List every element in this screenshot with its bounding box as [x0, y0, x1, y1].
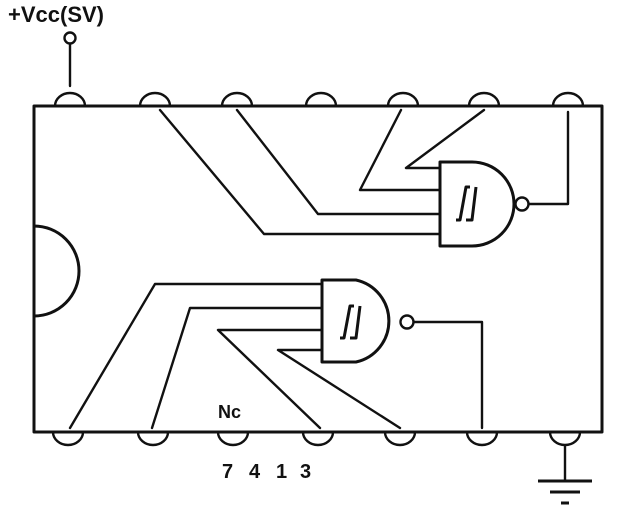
upper-nand-gate [438, 160, 530, 248]
pin-6 [465, 430, 499, 447]
pin-11 [304, 91, 338, 108]
top-pins [53, 91, 585, 108]
chip-label-glyph: 4 [249, 461, 261, 483]
lower-gate-body [320, 278, 391, 364]
supply-label: +Vcc(SV) [8, 2, 104, 27]
pin-8 [551, 91, 585, 108]
upper-input-pin10-wire [358, 108, 442, 192]
lower-input-pin2-wire [150, 306, 324, 430]
chip-label: 7 4 1 3 [222, 461, 311, 483]
upper-input-pin13-wire [158, 108, 442, 236]
upper-input-pin9-wire [404, 108, 486, 170]
lower-gate-inverter-bubble [399, 314, 415, 330]
lower-input-pin4-wire [216, 328, 324, 430]
upper-gate-body [438, 160, 516, 248]
lower-output-wire [412, 320, 484, 430]
upper-input-pin12-wire [235, 108, 442, 216]
pin-13 [138, 91, 172, 108]
pin-5 [383, 430, 417, 447]
lower-input-pin5-wire [276, 348, 402, 430]
orientation-notch [33, 224, 81, 318]
bottom-pins [51, 430, 582, 447]
pin-14 [53, 91, 87, 108]
lower-schmitt-symbol [340, 304, 362, 340]
ic-body [32, 104, 604, 434]
pin-1 [51, 430, 85, 447]
upper-schmitt-symbol [456, 185, 478, 222]
upper-gate-inverter-bubble [514, 196, 530, 212]
ground-symbol [538, 444, 592, 505]
pin-3 [216, 430, 250, 447]
pin-9 [467, 91, 501, 108]
nc-label: Nc [218, 402, 241, 422]
pin-10 [386, 91, 420, 108]
pin-2 [136, 430, 170, 447]
lower-input-pin1-wire [68, 282, 324, 430]
upper-gate-wires [158, 108, 570, 236]
pin-7 [548, 430, 582, 447]
chip-label-glyph: 1 [276, 461, 287, 483]
chip-label-glyph: 7 [222, 461, 233, 483]
pin-12 [220, 91, 254, 108]
upper-output-wire [527, 110, 570, 206]
chip-label-glyph: 3 [300, 461, 311, 483]
lower-gate-wires [68, 282, 484, 430]
supply-terminal [63, 31, 77, 45]
pin-4 [301, 430, 335, 447]
lower-nand-gate [320, 278, 415, 364]
